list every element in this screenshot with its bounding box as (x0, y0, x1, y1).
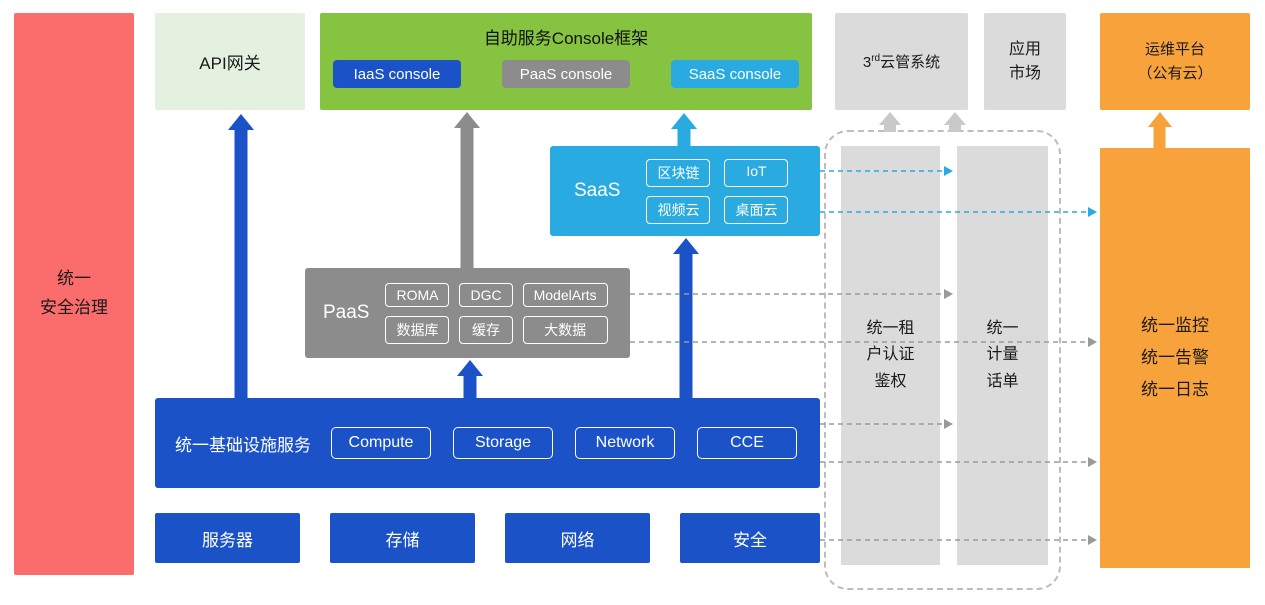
paas-console-button: PaaS console (502, 60, 630, 88)
paas-layer-label: PaaS (323, 302, 370, 323)
metering-billing-bar: 统一 计量 话单 (957, 146, 1048, 565)
paas-tag-grid: ROMA DGC ModelArts 数据库 缓存 大数据 (385, 282, 608, 344)
infrastructure-label: 统一基础设施服务 (175, 435, 311, 455)
security-governance-bar: 统一 安全治理 (14, 13, 134, 575)
infrastructure-layer-box: 统一基础设施服务 Compute Storage Network CCE (155, 398, 820, 488)
arrow-paas-to-console (454, 112, 480, 268)
saas-tag-video-cloud: 视频云 (646, 195, 711, 224)
saas-tag-iot: IoT (724, 158, 789, 187)
tenant-auth-label: 统一租 户认证 鉴权 (866, 319, 915, 390)
resource-network-box: 网络 (505, 513, 650, 563)
saas-console-button: SaaS console (671, 60, 799, 88)
console-button-row: IaaS console PaaS console SaaS console (320, 60, 812, 88)
paas-tag-database: 数据库 (385, 315, 450, 344)
infra-tag-compute: Compute (331, 427, 431, 459)
arrow-infra-to-paas (457, 360, 483, 398)
console-frame-box: 自助服务Console框架 IaaS console PaaS console … (320, 13, 812, 110)
dashed-security-to-monitor-head (1088, 535, 1097, 545)
saas-tag-blockchain: 区块链 (646, 158, 711, 187)
third-party-cloud-label: 3rd云管系统 (862, 53, 941, 71)
paas-tag-roma: ROMA (385, 282, 450, 307)
infrastructure-tag-row: Compute Storage Network CCE (331, 427, 797, 459)
tenant-auth-bar: 统一租 户认证 鉴权 (841, 146, 940, 565)
api-gateway-box: API网关 (155, 13, 305, 110)
infra-tag-storage: Storage (453, 427, 553, 459)
arrow-auth-to-third-cloud (879, 112, 901, 132)
ops-platform-label: 运维平台 （公有云） (1137, 41, 1213, 82)
paas-tag-modelarts: ModelArts (522, 282, 608, 307)
security-governance-label: 统一 安全治理 (40, 269, 108, 317)
app-market-box: 应用 市场 (984, 13, 1066, 110)
paas-tag-bigdata: 大数据 (522, 315, 608, 344)
saas-tag-desktop-cloud: 桌面云 (724, 195, 789, 224)
dashed-saas-to-monitor-head (1088, 207, 1097, 217)
resource-security-box: 安全 (680, 513, 820, 563)
api-gateway-label: API网关 (199, 54, 261, 73)
saas-tag-grid: 区块链 IoT 视频云 桌面云 (646, 158, 789, 224)
metering-billing-label: 统一 计量 话单 (986, 319, 1019, 390)
paas-layer-box: PaaS ROMA DGC ModelArts 数据库 缓存 大数据 (305, 268, 630, 358)
infra-tag-cce: CCE (697, 427, 797, 459)
arrow-monitor-to-ops-platform (1148, 112, 1172, 148)
arrow-infra-to-saas (673, 238, 699, 398)
infra-tag-network: Network (575, 427, 675, 459)
monitoring-label: 统一监控 统一告警 统一日志 (1141, 315, 1209, 400)
arrow-billing-to-third-cloud (944, 112, 966, 132)
third-party-cloud-box: 3rd云管系统 (835, 13, 968, 110)
saas-layer-label: SaaS (574, 180, 621, 201)
console-frame-title: 自助服务Console框架 (483, 29, 649, 48)
paas-tag-cache: 缓存 (459, 315, 513, 344)
dashed-infra-to-monitor-head (1088, 457, 1097, 467)
arrow-saas-to-console (671, 113, 697, 146)
resource-server-box: 服务器 (155, 513, 300, 563)
resource-storage-box: 存储 (330, 513, 475, 563)
shared-services-dashed-container (824, 130, 1061, 590)
monitoring-box: 统一监控 统一告警 统一日志 (1100, 148, 1250, 568)
arrow-infra-to-api-gateway (228, 114, 254, 398)
ops-platform-box: 运维平台 （公有云） (1100, 13, 1250, 110)
iaas-console-button: IaaS console (333, 60, 461, 88)
app-market-label: 应用 市场 (1008, 40, 1041, 82)
paas-tag-dgc: DGC (459, 282, 513, 307)
dashed-paas-to-monitor-head (1088, 337, 1097, 347)
saas-layer-box: SaaS 区块链 IoT 视频云 桌面云 (550, 146, 820, 236)
